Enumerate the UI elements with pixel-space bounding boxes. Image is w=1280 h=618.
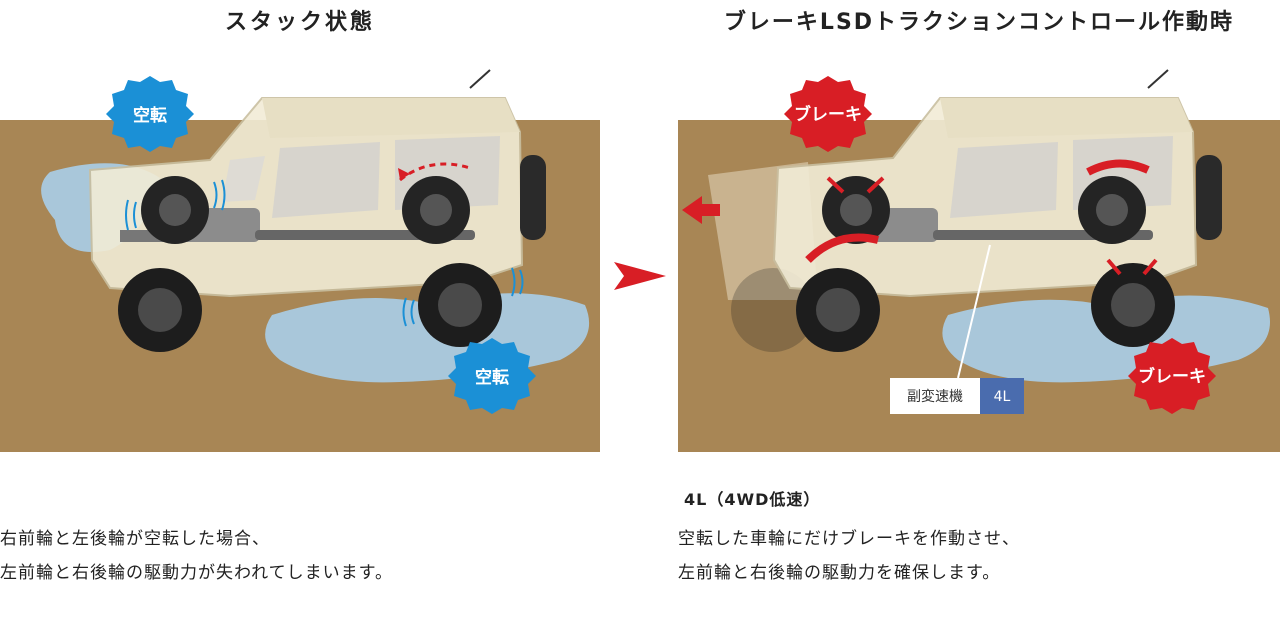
- right-caption-line: 左前輪と右後輪の駆動力を確保します。: [678, 563, 1001, 583]
- arrow-right-icon: [614, 262, 666, 290]
- spin-badge-top-label: 空転: [133, 105, 167, 126]
- left-caption-line: 右前輪と左後輪が空転した場合、: [0, 529, 270, 549]
- right-panel-title: ブレーキLSDトラクションコントロール作動時: [723, 10, 1235, 35]
- right-caption-line: 空転した車輪にだけブレーキを作動させ、: [678, 529, 1020, 549]
- left-caption: 右前輪と左後輪が空転した場合、 左前輪と右後輪の駆動力が失われてしまいます。: [0, 522, 393, 590]
- transfer-case-name: 副変速機: [907, 388, 963, 405]
- vehicle-cutaway: [772, 69, 1222, 379]
- vehicle-cutaway: [88, 69, 546, 352]
- left-panel-title: スタック状態: [224, 10, 375, 35]
- transfer-case-label: 副変速機 4L: [890, 378, 1024, 414]
- right-caption: 空転した車輪にだけブレーキを作動させ、 左前輪と右後輪の駆動力を確保します。: [678, 522, 1020, 590]
- stuck-state-illustration: 空転 空転: [0, 60, 600, 452]
- brake-badge-top-label: ブレーキ: [794, 104, 862, 125]
- direction-arrow-icon: [682, 196, 720, 224]
- spin-badge-top: 空転: [106, 76, 194, 152]
- spin-badge-bottom-label: 空転: [475, 367, 509, 388]
- left-caption-line: 左前輪と右後輪の駆動力が失われてしまいます。: [0, 563, 393, 583]
- spin-badge-bottom: 空転: [448, 338, 536, 414]
- brake-badge-bottom-label: ブレーキ: [1138, 366, 1206, 387]
- right-panel-heading: 4L（4WD低速）: [684, 490, 821, 509]
- traction-control-illustration: ブレーキ ブレーキ 副変速機 4L: [678, 60, 1280, 452]
- brake-badge-top: ブレーキ: [784, 76, 872, 152]
- brake-badge-bottom: ブレーキ: [1128, 338, 1216, 414]
- transfer-case-value: 4L: [994, 389, 1011, 405]
